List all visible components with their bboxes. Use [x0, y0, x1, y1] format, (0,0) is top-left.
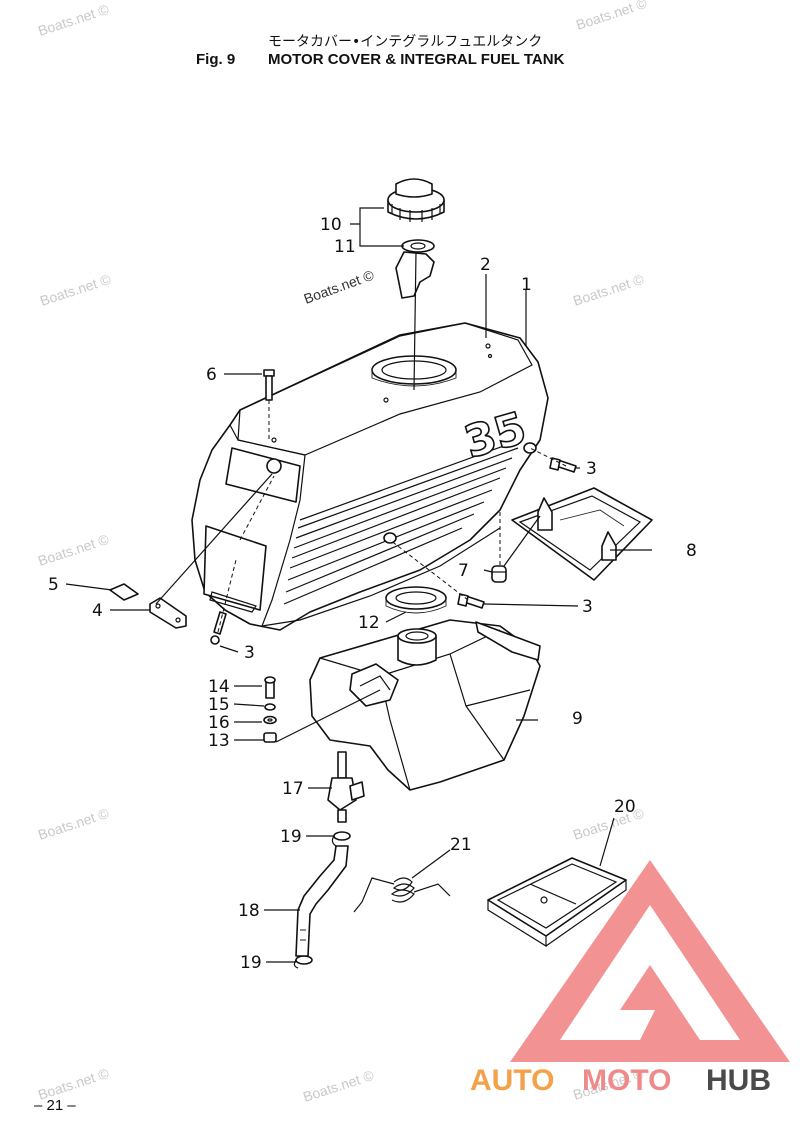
callout-15: 15	[208, 695, 230, 715]
cover-bracket	[511, 487, 653, 581]
callout-7: 7	[458, 561, 469, 581]
fuel-hose	[295, 845, 349, 957]
callout-18: 18	[238, 901, 260, 921]
callout-3: 3	[582, 597, 593, 617]
figure-number: Fig. 9	[196, 51, 235, 68]
watermark-inline: Boats.net ©	[302, 266, 377, 306]
logo-triangle-icon	[510, 860, 790, 1062]
callout-19: 19	[240, 953, 262, 973]
callout-16: 16	[208, 713, 230, 733]
filler-seal	[385, 586, 447, 614]
leader-lines	[65, 207, 652, 963]
pad	[487, 857, 627, 948]
callout-17: 17	[282, 779, 304, 799]
callout-21: 21	[450, 835, 472, 855]
callout-8: 8	[686, 541, 697, 561]
watermark: Boats.net ©	[36, 805, 111, 843]
callout-14: 14	[208, 677, 230, 697]
watermark: Boats.net ©	[574, 0, 649, 33]
grommet	[491, 565, 507, 583]
screws	[210, 457, 577, 645]
screw-6	[263, 369, 275, 401]
spring	[353, 877, 451, 913]
callout-6: 6	[206, 365, 217, 385]
watermark: Boats.net ©	[301, 1067, 376, 1105]
logo-text-hub: HUB	[706, 1064, 771, 1097]
page-number: – 21 –	[34, 1097, 76, 1114]
watermark: Boats.net ©	[36, 531, 111, 569]
callout-5: 5	[48, 575, 59, 595]
fuel-cap	[387, 178, 445, 222]
callout-11: 11	[334, 237, 356, 257]
callout-2: 2	[480, 255, 491, 275]
logo-text-moto: MOTO	[582, 1064, 671, 1097]
fuel-tank	[309, 619, 541, 791]
callout-9: 9	[572, 709, 583, 729]
callout-3: 3	[244, 643, 255, 663]
callout-4: 4	[92, 601, 103, 621]
callout-labels: 1 2 3 3 3 4 5 6 7 8 9 10 11 12 14 15 16 …	[48, 215, 697, 973]
plate-4	[149, 597, 187, 629]
figure-title: MOTOR COVER & INTEGRAL FUEL TANK	[268, 51, 565, 68]
cap-gasket	[395, 239, 435, 299]
callout-20: 20	[614, 797, 636, 817]
watermark: Boats.net ©	[38, 271, 113, 309]
callout-10: 10	[320, 215, 342, 235]
callout-12: 12	[358, 613, 380, 633]
watermark: Boats.net ©	[36, 1, 111, 39]
clip-5	[109, 583, 139, 601]
logo-text-auto: AUTO	[470, 1064, 554, 1097]
motor-cover	[191, 322, 549, 631]
brand-logo: AUTO MOTO HUB	[470, 860, 790, 1097]
fuel-cock	[327, 751, 365, 823]
callout-3: 3	[586, 459, 597, 479]
japanese-title: モータカバー•インテグラルフュエルタンク	[268, 34, 542, 50]
watermark: Boats.net ©	[571, 271, 646, 309]
callout-13: 13	[208, 731, 230, 751]
tank-fasteners	[263, 676, 277, 743]
callout-1: 1	[521, 275, 532, 295]
callout-19: 19	[280, 827, 302, 847]
